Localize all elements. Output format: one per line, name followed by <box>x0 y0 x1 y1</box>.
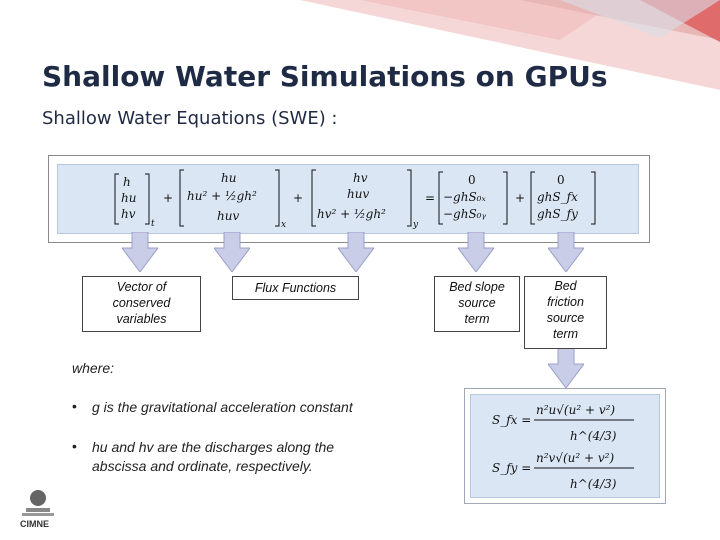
equation-box <box>57 164 639 234</box>
sfx-numerator: n²u√(u² + v²) <box>536 403 615 417</box>
triangle-gray <box>560 0 720 38</box>
f-1: hu <box>221 171 236 185</box>
swe-equation: h hu hv t + hu hu² + ½gh² huv x + hv huv… <box>114 169 596 230</box>
bed-1: 0 <box>468 173 476 187</box>
f-2: hu² + ½gh² <box>187 189 257 203</box>
bullet-dot: • <box>72 398 77 414</box>
slide-subtitle: Shallow Water Equations (SWE) : <box>42 108 338 129</box>
arrow-down-icon <box>458 232 494 272</box>
equals: = <box>425 191 435 205</box>
arrow-down-icon <box>338 232 374 272</box>
slide-title: Shallow Water Simulations on GPUs <box>42 60 608 93</box>
cimne-logo: CIMNE <box>20 490 54 529</box>
f-3: huv <box>217 209 239 223</box>
f-subscript: x <box>281 220 286 230</box>
bracket-bed-right <box>503 171 508 225</box>
g-subscript: y <box>412 220 419 230</box>
arrow-down-icon <box>214 232 250 272</box>
bracket-u-left <box>114 173 119 225</box>
triangle-pink <box>360 0 620 40</box>
plus-2: + <box>293 191 303 205</box>
friction-formula-box <box>470 394 660 498</box>
arrow-down-icon <box>548 232 584 272</box>
u-3: hv <box>121 207 136 221</box>
plus-1: + <box>163 191 173 205</box>
bracket-u-right <box>145 173 150 225</box>
friction-formula: S_fx = n²u√(u² + v²) h^(4/3) S_fy = n²v√… <box>492 403 634 491</box>
note-discharges: hu and hv are the discharges along the a… <box>92 439 335 474</box>
bracket-fric-right <box>591 171 596 225</box>
bed-3: −ghS₀ᵧ <box>443 207 486 221</box>
u-2: hu <box>121 191 136 205</box>
sfy-lhs: S_fy = <box>492 461 531 475</box>
label-conserved-variables: Vector of conserved variables <box>82 276 201 332</box>
g-2: huv <box>347 187 369 201</box>
logo-text: CIMNE <box>20 519 49 529</box>
u-1: h <box>123 175 131 189</box>
arrow-down-icon <box>122 232 158 272</box>
label-flux-functions: Flux Functions <box>232 276 359 300</box>
label-bed-friction: Bed friction source term <box>524 276 607 349</box>
bracket-fric-left <box>530 171 535 225</box>
sfx-denominator: h^(4/3) <box>570 429 617 443</box>
bracket-bed-left <box>438 171 443 225</box>
plus-3: + <box>515 191 525 205</box>
bed-2: −ghS₀ₓ <box>443 190 486 204</box>
triangle-pink-light <box>300 0 720 90</box>
sfy-denominator: h^(4/3) <box>570 477 617 491</box>
bracket-f-right <box>275 169 280 227</box>
label-bed-slope: Bed slope source term <box>434 276 520 332</box>
where-label: where: <box>72 360 115 376</box>
sfx-lhs: S_fx = <box>492 413 531 427</box>
fric-2: ghS_fx <box>537 190 578 204</box>
arrow-down-icon <box>548 348 584 388</box>
bracket-f-left <box>179 169 184 227</box>
u-subscript: t <box>151 219 155 229</box>
sfy-numerator: n²v√(u² + v²) <box>536 451 614 465</box>
bullet-dot: • <box>72 438 77 454</box>
g-1: hv <box>353 171 368 185</box>
g-3: hv² + ½gh² <box>317 207 386 221</box>
fric-1: 0 <box>557 173 565 187</box>
note-gravity: g is the gravitational acceleration cons… <box>92 399 353 415</box>
bracket-g-right <box>407 169 412 227</box>
bracket-g-left <box>311 169 316 227</box>
fric-3: ghS_fy <box>537 207 578 221</box>
